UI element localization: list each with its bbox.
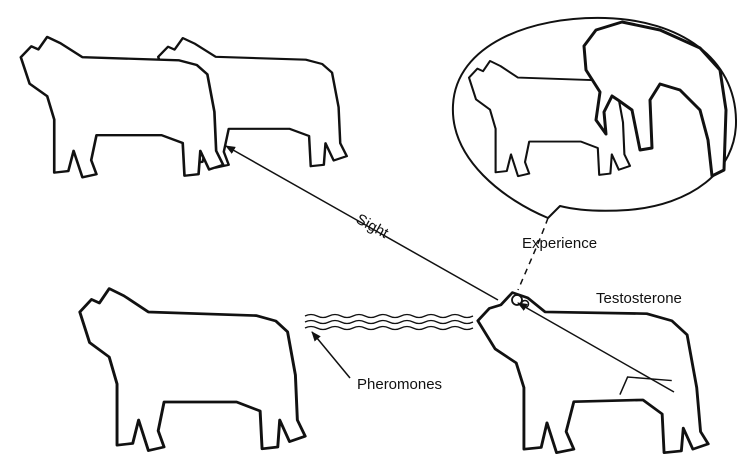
experience-thought-bubble — [453, 18, 736, 218]
cow-bottom-left — [80, 289, 305, 451]
label-sight: Sight — [353, 211, 392, 243]
pheromone-waves — [305, 315, 473, 330]
experience-link — [518, 218, 548, 290]
label-experience: Experience — [522, 235, 597, 252]
pheromones-pointer-arrow — [312, 332, 350, 378]
bull-bottom-right — [478, 293, 708, 453]
label-testosterone: Testosterone — [596, 290, 682, 307]
label-pheromones: Pheromones — [357, 376, 442, 393]
